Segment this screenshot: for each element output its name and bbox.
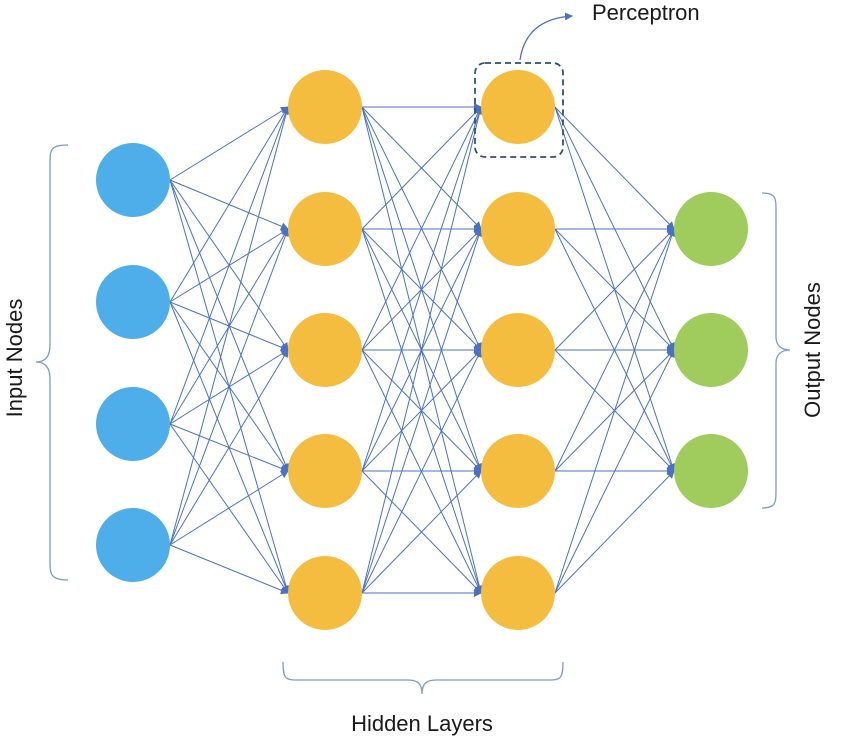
connection-input-0-to-hidden1-0 xyxy=(169,106,289,181)
connections xyxy=(169,103,676,597)
connection-hidden2-4-to-output-2 xyxy=(554,470,675,594)
input-nodes-label: Input Nodes xyxy=(2,299,27,418)
hidden-layers-bracket xyxy=(282,661,564,695)
connection-input-2-to-hidden1-0 xyxy=(169,106,290,425)
output-bracket xyxy=(761,192,791,509)
input-node-1 xyxy=(96,143,170,217)
input-node-2 xyxy=(96,265,170,339)
hidden2-node-3 xyxy=(481,313,555,387)
input-node-4 xyxy=(96,508,170,582)
connection-hidden2-3-to-output-0 xyxy=(554,228,675,472)
connection-input-3-to-hidden1-1 xyxy=(169,228,290,546)
connection-input-3-to-hidden1-2 xyxy=(169,349,289,546)
hidden2-node-4 xyxy=(481,434,555,508)
connection-input-3-to-hidden1-4 xyxy=(169,544,289,595)
connection-hidden2-0-to-output-0 xyxy=(554,106,675,230)
input-bracket xyxy=(35,144,69,581)
perceptron-label: Perceptron xyxy=(592,0,700,25)
connection-hidden2-2-to-output-0 xyxy=(554,228,675,351)
hidden2-node-1 xyxy=(481,70,555,144)
output-node-2 xyxy=(674,313,748,387)
output-nodes-label: Output Nodes xyxy=(800,282,825,418)
connection-hidden1-4-to-hidden2-2 xyxy=(361,349,482,594)
connection-hidden2-4-to-output-1 xyxy=(554,349,675,594)
connection-input-3-to-hidden1-0 xyxy=(169,106,291,546)
output-node-3 xyxy=(674,434,748,508)
hidden-layers-label: Hidden Layers xyxy=(351,711,493,736)
connection-hidden2-4-to-output-0 xyxy=(554,228,676,594)
connection-input-1-to-hidden1-0 xyxy=(169,106,289,303)
hidden1-node-4 xyxy=(288,434,362,508)
hidden1-node-2 xyxy=(288,192,362,266)
perceptron-highlight-box xyxy=(474,62,564,158)
neurons xyxy=(96,70,748,630)
hidden1-node-5 xyxy=(288,556,362,630)
hidden2-node-5 xyxy=(481,556,555,630)
connection-hidden1-4-to-hidden2-1 xyxy=(361,228,483,594)
connection-hidden1-4-to-hidden2-3 xyxy=(361,470,482,594)
hidden2-node-2 xyxy=(481,192,555,266)
connection-hidden1-4-to-hidden2-0 xyxy=(361,106,484,594)
perceptron-pointer-arrow xyxy=(519,12,573,61)
hidden1-node-3 xyxy=(288,313,362,387)
connection-input-3-to-hidden1-3 xyxy=(169,470,289,546)
connection-hidden1-1-to-hidden2-0 xyxy=(361,106,482,230)
connection-hidden1-3-to-hidden2-0 xyxy=(361,106,483,472)
hidden1-node-1 xyxy=(288,70,362,144)
output-node-1 xyxy=(674,192,748,266)
input-node-3 xyxy=(96,387,170,461)
connection-hidden1-2-to-hidden2-0 xyxy=(361,106,482,351)
